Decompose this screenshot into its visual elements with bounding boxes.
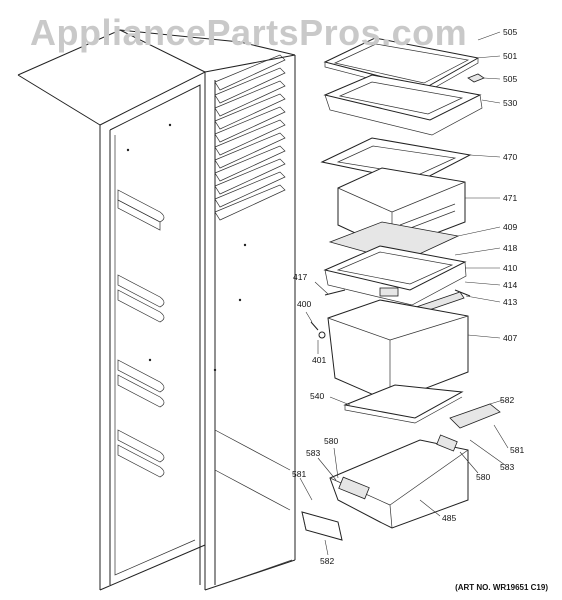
callout-410: 410 xyxy=(503,263,518,273)
door-bin-cap-right xyxy=(449,403,501,429)
callout-583: 583 xyxy=(500,462,515,472)
freezer-shelf-group xyxy=(117,123,247,478)
refrigerator-cabinet xyxy=(17,29,296,591)
art-number: (ART NO. WR19651 C19) xyxy=(455,583,548,592)
callout-583: 583 xyxy=(306,448,321,458)
callout-418: 418 xyxy=(503,243,518,253)
watermark-text: AppliancePartsPros.com xyxy=(30,12,468,53)
callout-470: 470 xyxy=(503,152,518,162)
callout-581: 581 xyxy=(510,445,525,455)
callout-580: 580 xyxy=(324,436,339,446)
callout-581: 581 xyxy=(292,469,307,479)
callout-414: 414 xyxy=(503,280,518,290)
callout-485: 485 xyxy=(442,513,457,523)
crisper-drawer xyxy=(327,299,469,403)
shelf-frame xyxy=(323,73,485,136)
crisper-cover-frame xyxy=(323,245,467,306)
callout-501: 501 xyxy=(503,51,518,61)
divider-panel xyxy=(343,384,464,424)
callout-471: 471 xyxy=(503,193,518,203)
hardware-screw xyxy=(310,321,326,339)
callout-413: 413 xyxy=(503,297,518,307)
callout-417: 417 xyxy=(293,272,308,282)
callout-400: 400 xyxy=(297,299,312,309)
callout-leader-lines xyxy=(299,31,509,556)
callout-582: 582 xyxy=(320,556,335,566)
callout-407: 407 xyxy=(503,333,518,343)
callout-580: 580 xyxy=(476,472,491,482)
callout-401: 401 xyxy=(312,355,327,365)
freezer-door-bin-stack xyxy=(214,54,286,221)
callout-409: 409 xyxy=(503,222,518,232)
door-bin xyxy=(329,434,469,529)
callout-582: 582 xyxy=(500,395,515,405)
callout-505: 505 xyxy=(503,74,518,84)
callout-505: 505 xyxy=(503,27,518,37)
roller-pin xyxy=(324,289,346,296)
callout-530: 530 xyxy=(503,98,518,108)
door-bin-cap-left xyxy=(301,511,343,541)
callout-540: 540 xyxy=(310,391,325,401)
